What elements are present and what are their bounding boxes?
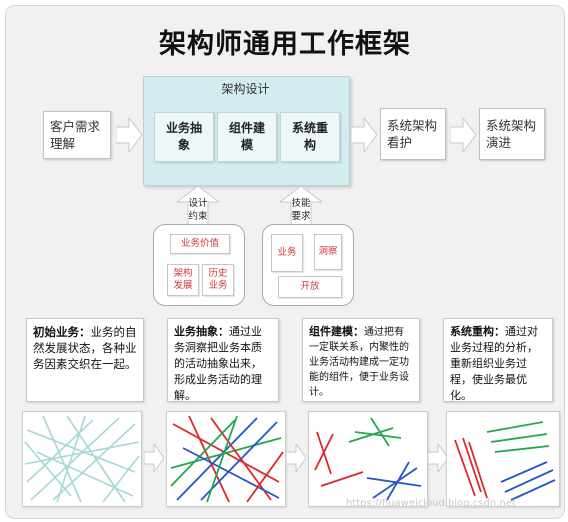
flow-arrow-icon [286, 444, 306, 472]
component-modeling-text: 通过把有一定联关系，内聚性的业务活动构建成一定功能的组件，便于业务设计。 [309, 327, 409, 398]
insight-skill-tag: 洞察 [314, 234, 342, 270]
component-modeling-box: 组件建模 [217, 112, 277, 162]
flow-arrow-icon [144, 444, 164, 472]
architecture-evolution-box: 系统架构演进 [479, 108, 545, 160]
initial-business-heading: 初始业务： [33, 325, 91, 339]
up-arrow-icon [177, 186, 219, 226]
initial-business-text: 业务的自然发展状态，各种业务因素交织在一起。 [33, 325, 137, 371]
customer-requirement-box: 客户需求理解 [43, 111, 111, 159]
page-title: 架构师通用工作框架 [159, 29, 411, 60]
initial-business-description: 初始业务：业务的自然发展状态，各种业务因素交织在一起。 [26, 318, 144, 402]
architecture-guard-label: 系统架构看护 [387, 118, 438, 150]
architecture-evolution-label: 系统架构演进 [486, 118, 537, 150]
component-modeling-description: 组件建模：通过把有一定联关系，内聚性的业务活动构建成一定功能的组件，便于业务设计… [302, 318, 420, 402]
architecture-design-title: 架构设计 [221, 82, 270, 96]
architecture-guard-box: 系统架构看护 [380, 108, 446, 160]
system-refactor-description: 系统重构：通过对业务过程的分析，重新组织业务过程，使业务最优化。 [443, 318, 553, 402]
system-refactor-heading: 系统重构： [450, 325, 505, 338]
diagram-canvas: 架构师通用工作框架 客户需求理解 架构设计 业务抽象 组件建模 系统重构 系统架… [5, 5, 565, 519]
history-business-tag: 历史业务 [202, 264, 234, 296]
business-abstraction-text: 通过业务洞察把业务本质的活动抽象出来，形成业务活动的理解。 [174, 325, 262, 402]
component-modeling-label: 组件建模 [228, 121, 265, 152]
system-refactor-label: 系统重构 [291, 121, 328, 152]
system-refactor-text: 通过对业务过程的分析，重新组织业务过程，使业务最优化。 [450, 325, 538, 402]
business-abstraction-panel [166, 411, 286, 507]
architecture-evolution-tag: 架构发展 [167, 264, 199, 296]
colored-lines-illustration [170, 415, 284, 503]
business-abstraction-box: 业务抽象 [154, 112, 214, 162]
up-arrow-icon [280, 186, 322, 226]
business-skill-tag: 业务 [271, 234, 303, 272]
system-refactor-box: 系统重构 [280, 112, 340, 162]
business-abstraction-heading: 业务抽象： [174, 325, 229, 338]
openness-skill-tag: 开放 [278, 276, 342, 298]
grouped-lines-illustration [314, 417, 422, 501]
flow-arrow-icon [428, 444, 448, 472]
skill-requirement-label: 技能要求 [291, 198, 311, 222]
flow-arrow-icon [450, 118, 476, 152]
system-refactor-panel [446, 411, 560, 507]
business-abstraction-label: 业务抽象 [165, 121, 202, 152]
flow-arrow-icon [351, 118, 377, 152]
flow-arrow-icon [116, 118, 142, 152]
component-modeling-heading: 组件建模： [309, 325, 364, 338]
design-constraint-label: 设计约束 [188, 198, 208, 222]
business-abstraction-description: 业务抽象：通过业务洞察把业务本质的活动抽象出来，形成业务活动的理解。 [167, 318, 279, 402]
tangled-lines-illustration [24, 415, 140, 503]
customer-requirement-label: 客户需求理解 [50, 119, 101, 151]
organized-lines-illustration [454, 421, 556, 501]
watermark: https://huaweicloud.blog.csdn.net [346, 498, 516, 509]
initial-business-panel [22, 411, 142, 507]
business-value-tag: 业务价值 [170, 234, 230, 254]
component-modeling-panel [308, 411, 428, 507]
